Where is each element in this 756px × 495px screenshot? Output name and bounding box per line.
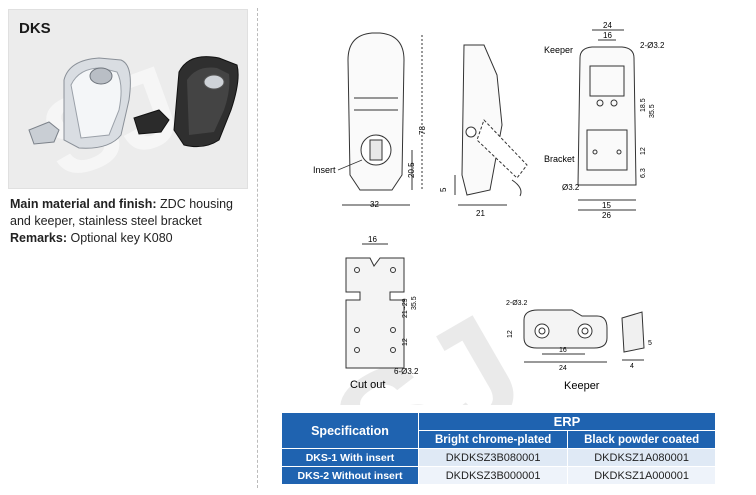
- cutout-view: [345, 243, 405, 369]
- product-panel: DKS SJ Main material and finish: ZDC hou…: [0, 0, 258, 495]
- latch-photo-illustration: SJ: [26, 42, 239, 203]
- keeper-dim-4: 4: [630, 363, 634, 370]
- material-text: ZDC housing and keeper, stainless steel …: [10, 197, 233, 228]
- cell-chrome: DKDKSZ3B000001: [417, 466, 569, 485]
- keeper-dim-24: 24: [559, 365, 567, 372]
- side-view: [454, 44, 528, 206]
- cut-dim-6-32: 6-Ø3.2: [394, 367, 419, 376]
- table-row: DKS-2 Without insert DKDKSZ3B000001 DKDK…: [281, 466, 716, 485]
- insert-label: Insert: [313, 165, 336, 175]
- dim-21: 21: [476, 209, 485, 218]
- front-view: [342, 32, 423, 206]
- keeper-dim-16: 16: [559, 347, 567, 354]
- cut-dim-21-29: 21~29: [402, 298, 409, 318]
- technical-drawing: SJ Insert 32 78 20.5 5 21: [262, 0, 756, 405]
- erp-header: ERP: [418, 412, 716, 431]
- table-row: DKS-1 With insert DKDKSZ3B080001 DKDKSZ1…: [281, 448, 716, 467]
- keeper-label: Keeper: [544, 45, 573, 55]
- remarks-label: Remarks:: [10, 231, 67, 245]
- bracket-label: Bracket: [544, 154, 575, 164]
- product-description: Main material and finish: ZDC housing an…: [10, 196, 250, 247]
- dim-15: 15: [602, 201, 611, 210]
- black-keeper: [133, 109, 170, 135]
- remarks-text: Optional key K080: [70, 231, 173, 245]
- dim-35-5: 35.5: [649, 104, 656, 118]
- cell-chrome: DKDKSZ3B080001: [417, 448, 569, 467]
- dim-18-5: 18.5: [640, 98, 647, 112]
- cut-dim-16: 16: [368, 235, 377, 244]
- col-chrome-header: Bright chrome-plated: [417, 430, 569, 449]
- cell-black: DKDKSZ1A000001: [567, 466, 716, 485]
- row-label: DKS-1 With insert: [281, 448, 419, 467]
- cell-black: DKDKSZ1A080001: [567, 448, 716, 467]
- keeper-dim-5: 5: [648, 340, 652, 347]
- keeper-dim-2-32: 2-Ø3.2: [506, 300, 528, 307]
- product-photo: DKS SJ: [8, 9, 248, 203]
- panel-divider: [257, 8, 258, 488]
- keeper-view: [523, 309, 645, 363]
- keeper-dim-12: 12: [507, 330, 514, 338]
- cut-dim-12: 12: [402, 338, 409, 346]
- back-view: [577, 29, 637, 211]
- cut-dim-35-5: 35.5: [411, 296, 418, 310]
- row-label: DKS-2 Without insert: [281, 466, 419, 485]
- dim-32: 32: [370, 200, 379, 209]
- chrome-latch: [28, 57, 131, 149]
- black-latch: [173, 56, 239, 148]
- product-code: DKS: [19, 20, 51, 37]
- keeper-view-label: Keeper: [564, 380, 600, 392]
- dim-20-5: 20.5: [407, 162, 416, 178]
- specification-header: Specification: [281, 412, 419, 449]
- dim-26: 26: [602, 211, 611, 220]
- dim-2-32: 2-Ø3.2: [640, 41, 665, 50]
- cutout-label: Cut out: [350, 379, 385, 391]
- dim-24: 24: [603, 21, 612, 30]
- dim-6-3: 6.3: [640, 168, 647, 178]
- dim-78: 78: [418, 126, 427, 135]
- dim-12: 12: [640, 147, 647, 155]
- dim-dia-32: Ø3.2: [562, 183, 580, 192]
- spec-table: Specification ERP Bright chrome-plated B…: [281, 412, 716, 485]
- material-label: Main material and finish:: [10, 197, 157, 211]
- dim-16: 16: [603, 31, 612, 40]
- dim-5: 5: [439, 187, 448, 192]
- col-black-header: Black powder coated: [567, 430, 716, 449]
